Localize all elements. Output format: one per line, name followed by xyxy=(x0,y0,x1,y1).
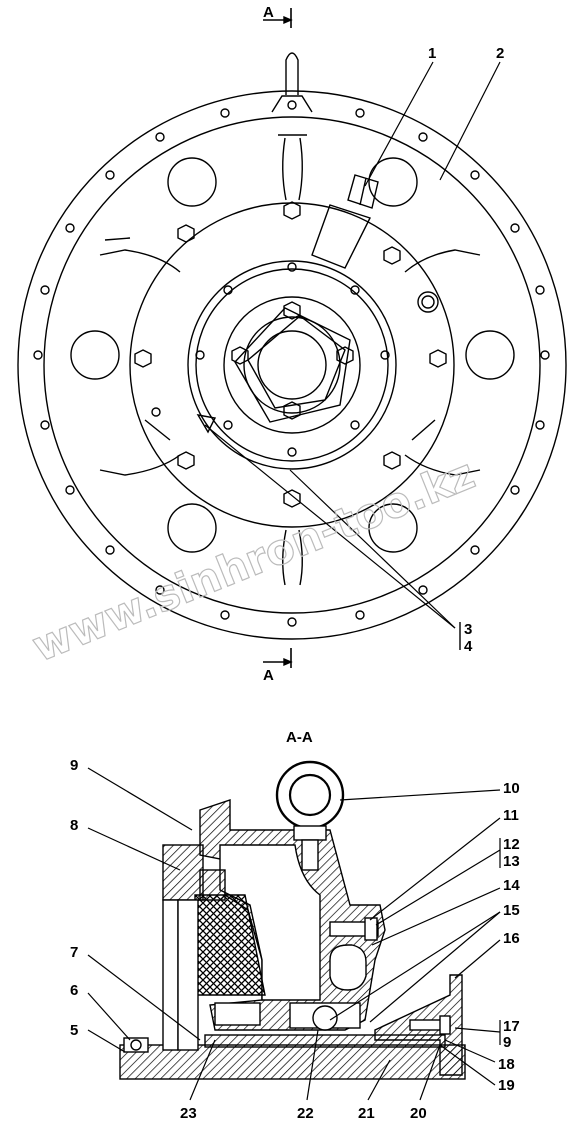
section-marker-top: A xyxy=(263,4,274,21)
label-19: 19 xyxy=(498,1077,515,1094)
watermark: www.sinhron-too.kz xyxy=(25,449,481,671)
label-14: 14 xyxy=(503,877,520,894)
label-3: 3 xyxy=(464,621,472,638)
label-23: 23 xyxy=(180,1105,197,1122)
label-5: 5 xyxy=(70,1022,78,1039)
label-1: 1 xyxy=(428,45,436,62)
inner-bolt-holes xyxy=(151,262,390,457)
label-6: 6 xyxy=(70,982,78,999)
label-12: 12 xyxy=(503,836,520,853)
label-22: 22 xyxy=(297,1105,314,1122)
hex-bolts xyxy=(134,201,447,508)
label-15: 15 xyxy=(503,902,520,919)
label-8: 8 xyxy=(70,817,78,834)
label-10: 10 xyxy=(503,780,520,797)
top-view xyxy=(17,8,567,668)
section-title: A-A xyxy=(286,729,313,746)
label-18: 18 xyxy=(498,1056,515,1073)
label-2: 2 xyxy=(496,45,504,62)
section-marker-bottom: A xyxy=(263,667,274,684)
label-9-left: 9 xyxy=(70,757,78,774)
flange-bolt-holes xyxy=(33,100,550,627)
label-16: 16 xyxy=(503,930,520,947)
label-21: 21 xyxy=(358,1105,375,1122)
label-13: 13 xyxy=(503,853,520,870)
label-7: 7 xyxy=(70,944,78,961)
label-9-right: 9 xyxy=(503,1034,511,1051)
section-view xyxy=(87,760,501,1101)
label-11: 11 xyxy=(503,807,519,824)
label-4: 4 xyxy=(464,638,473,655)
label-20: 20 xyxy=(410,1105,427,1122)
label-17: 17 xyxy=(503,1018,520,1035)
